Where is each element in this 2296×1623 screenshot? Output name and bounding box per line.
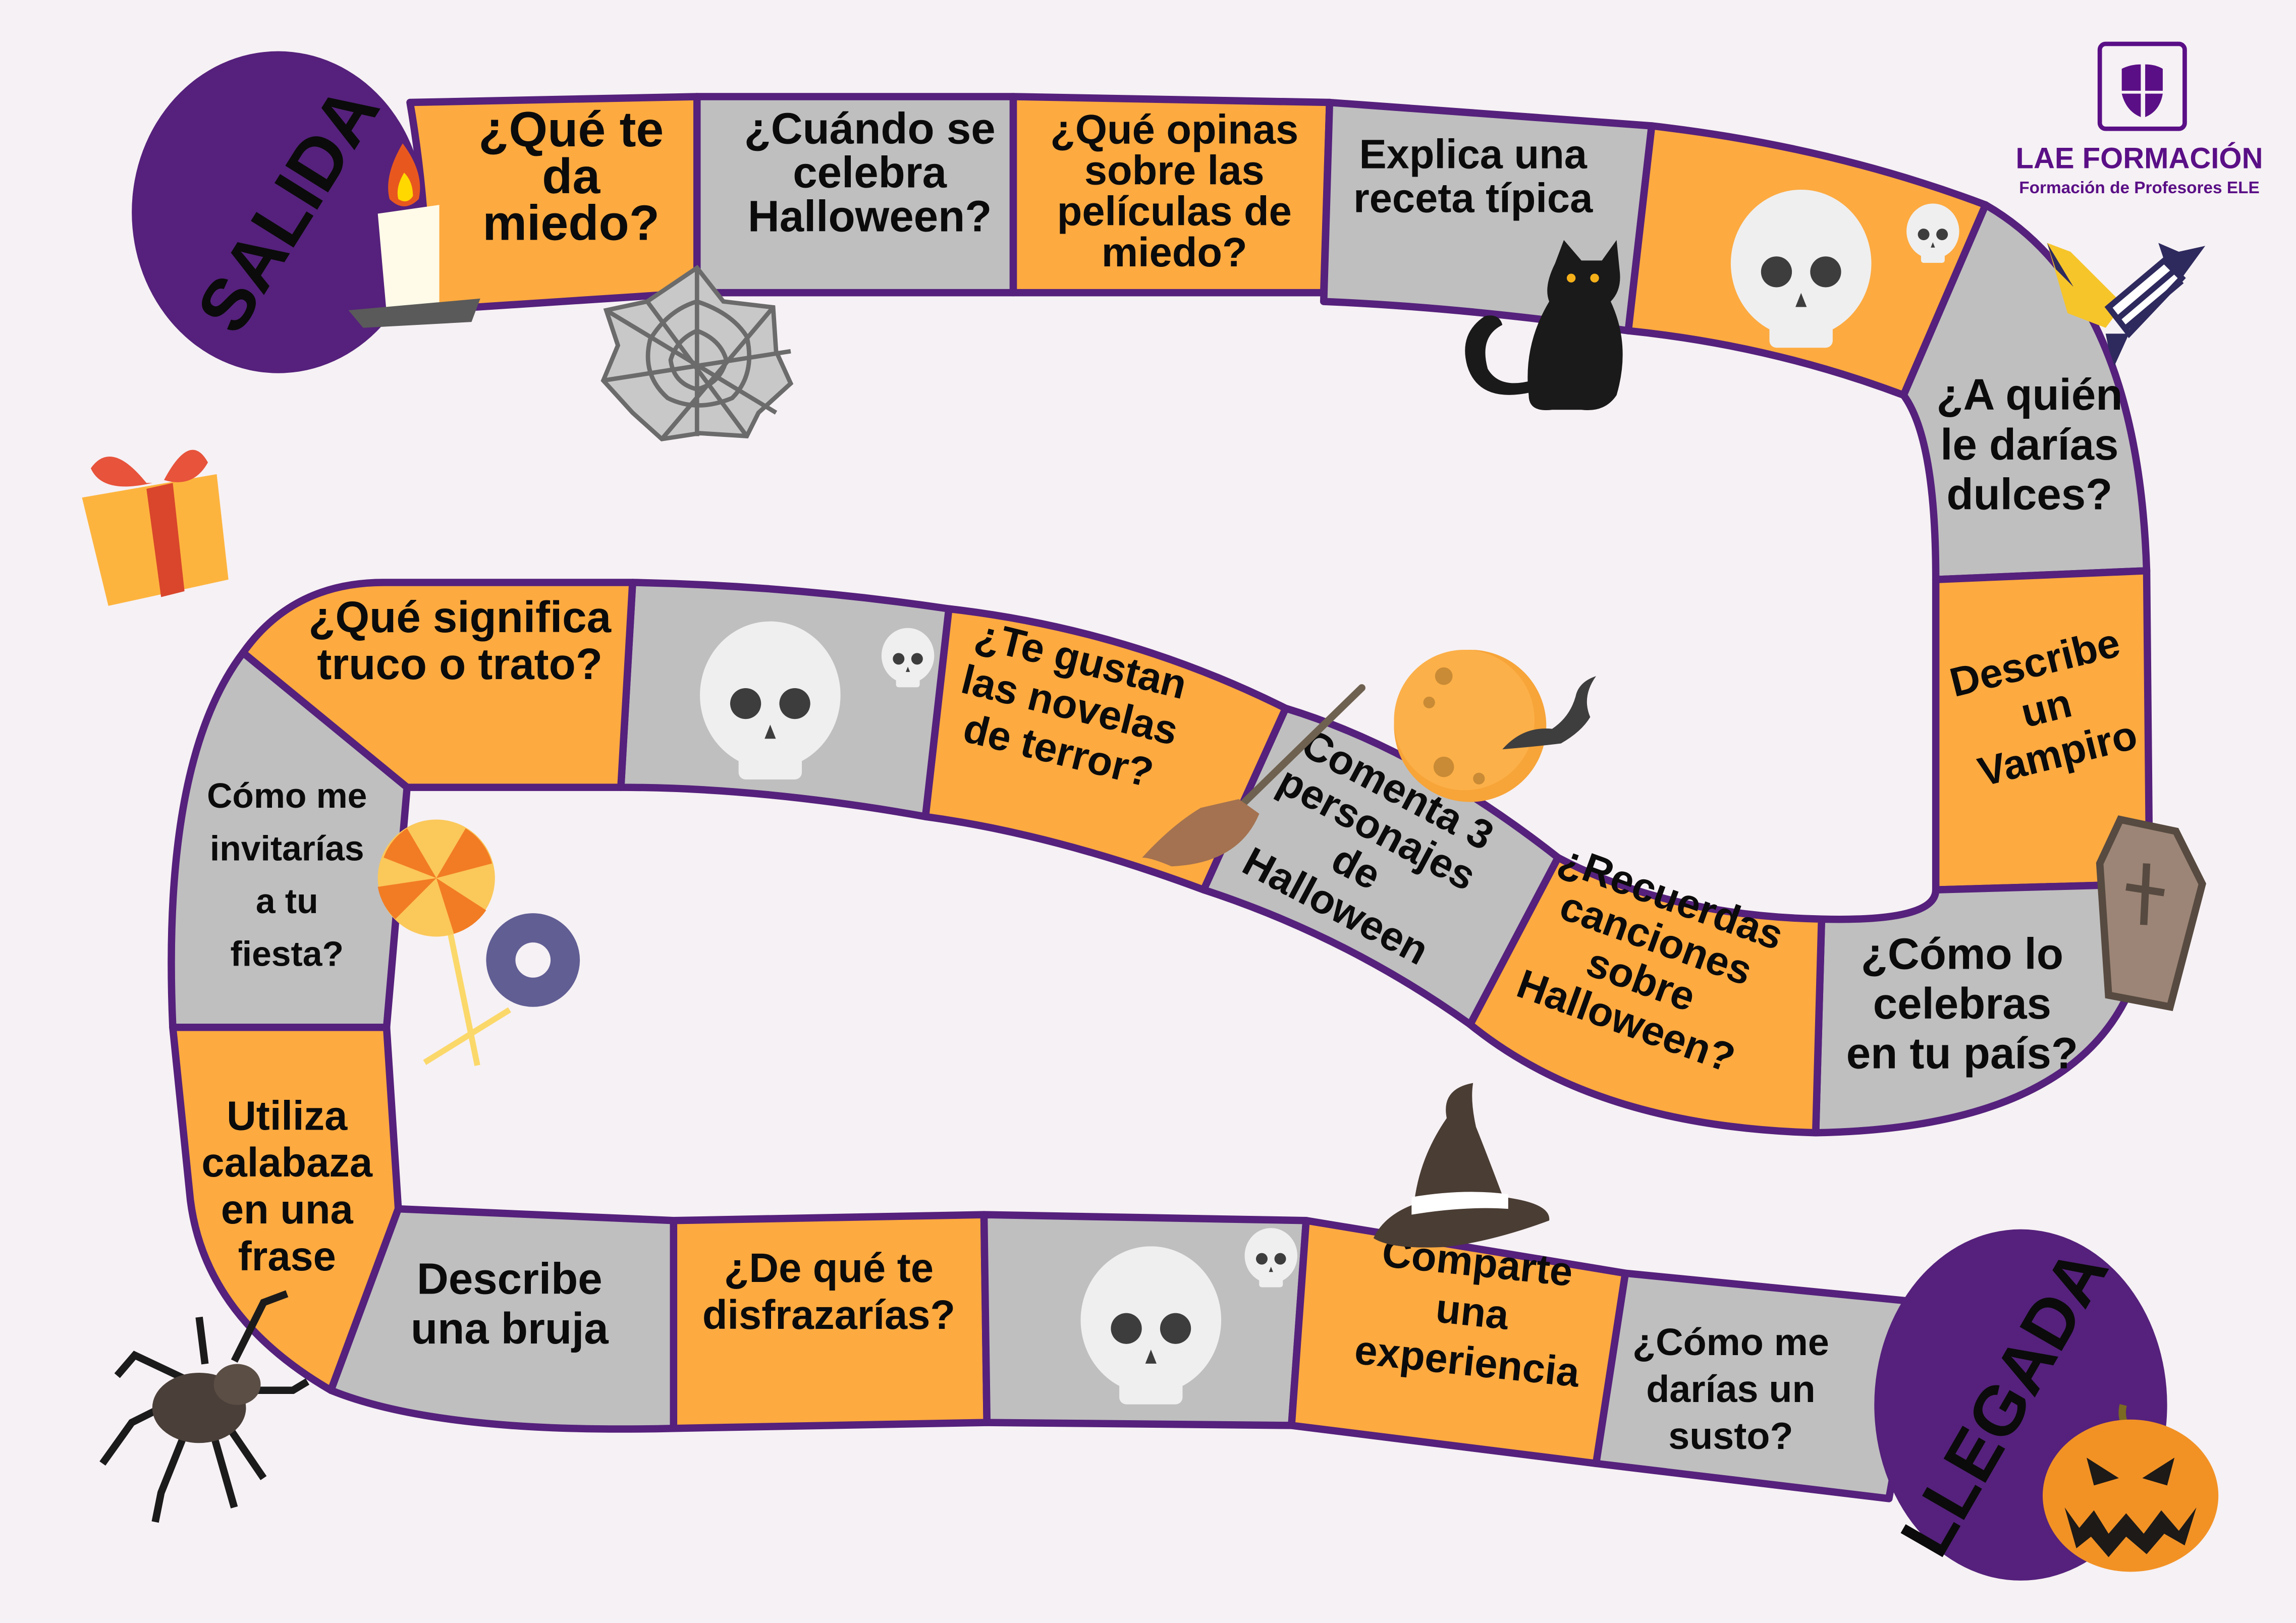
square-label-line: ¿Cómo me <box>1632 1321 1829 1363</box>
skulls <box>700 189 1959 1405</box>
square-label-line: una bruja <box>411 1304 609 1353</box>
witch-hat-icon <box>1373 1083 1550 1248</box>
jack-o-lantern-icon <box>2042 1404 2219 1572</box>
square-label-line: dulces? <box>1946 470 2112 519</box>
square-16[interactable] <box>327 1205 678 1433</box>
square-label-line: calabaza <box>201 1140 373 1186</box>
logo-frame <box>2097 41 2187 131</box>
square-label-line: en tu país? <box>1846 1029 2078 1078</box>
lollipop-icon <box>377 819 580 1066</box>
square-label-line: ¿De qué te <box>724 1245 934 1291</box>
square-label-line: ¿Cuándo se <box>744 104 996 153</box>
square-label-line: da <box>542 148 600 204</box>
square-label-line: le darías <box>1940 420 2118 469</box>
small-skull-icon <box>881 628 935 688</box>
square-label-line: disfrazarías? <box>702 1292 955 1338</box>
logo-title: LAE FORMACIÓN <box>2016 142 2263 175</box>
logo[interactable]: LAE FORMACIÓN Formación de Profesores EL… <box>2016 41 2263 197</box>
square-label-line: Utiliza <box>227 1093 348 1139</box>
square-label-line: en una <box>221 1187 354 1233</box>
square-14[interactable] <box>168 649 411 1031</box>
square-15[interactable] <box>169 1024 402 1394</box>
skull-icon <box>700 621 841 779</box>
coffin-icon <box>2096 815 2206 1012</box>
square-20[interactable] <box>1592 1269 1928 1502</box>
square-label-line: Describe <box>417 1254 603 1303</box>
gift-icon <box>82 450 229 606</box>
square-label-line: darías un <box>1646 1368 1815 1410</box>
square-label-line: Cómo me <box>207 776 367 815</box>
square-label-line: ¿Qué significa <box>308 593 611 642</box>
start-disc <box>132 51 425 373</box>
square-label-line: ¿Qué opinas <box>1050 106 1298 152</box>
square-label-line: susto? <box>1668 1415 1793 1457</box>
candy-icon <box>2047 243 2206 366</box>
shield-icon <box>2121 64 2163 118</box>
skull-icon <box>1730 189 1872 348</box>
square-label-line: Halloween? <box>748 192 992 241</box>
spider-web-icon <box>600 264 794 441</box>
square-9[interactable] <box>1466 854 1826 1137</box>
black-cat-icon <box>1465 240 1623 411</box>
square-11-label: ¿Te gustanlas novelasde terror? <box>946 611 1194 800</box>
bat-icon <box>1502 676 1596 750</box>
start-circle[interactable]: SALIDA <box>132 51 480 373</box>
square-20-label: ¿Cómo me darías un susto? <box>1632 1321 1829 1457</box>
square-label-line: ¿A quién <box>1936 370 2122 419</box>
square-label-line: celebra <box>793 148 947 197</box>
square-label-line: fiesta? <box>231 934 344 974</box>
moon-icon <box>1394 649 1547 802</box>
broom-icon <box>1142 684 1365 867</box>
small-skull-icon <box>1906 203 1959 263</box>
square-label-line: frase <box>238 1234 336 1279</box>
candle-icon <box>348 143 480 328</box>
spider-icon <box>99 1290 310 1523</box>
square-label-line: sobre las <box>1084 148 1265 194</box>
square-label-line: receta típica <box>1353 176 1593 221</box>
skull-icon <box>1080 1246 1222 1405</box>
square-label-line: miedo? <box>482 195 660 251</box>
square-label-line: miedo? <box>1102 230 1247 275</box>
square-label-line: una <box>1434 1285 1511 1338</box>
square-label-line: películas de <box>1057 189 1292 235</box>
square-label-line: Explica una <box>1359 132 1587 178</box>
finish-circle[interactable]: LLEGADA <box>1874 1229 2219 1581</box>
square-label-line: celebras <box>1873 979 2051 1028</box>
square-label-line: invitarías <box>210 829 364 868</box>
square-label-line: truco o trato? <box>317 640 603 689</box>
square-14-label: Cómo me invitarías a tu fiesta? <box>207 776 367 973</box>
square-label-line: ¿Qué te <box>478 101 664 157</box>
square-label-line: a tu <box>256 881 318 921</box>
logo-subtitle: Formación de Profesores ELE <box>2019 179 2260 197</box>
square-label-line: ¿Cómo lo <box>1861 929 2063 978</box>
small-skull-icon <box>1244 1228 1297 1288</box>
